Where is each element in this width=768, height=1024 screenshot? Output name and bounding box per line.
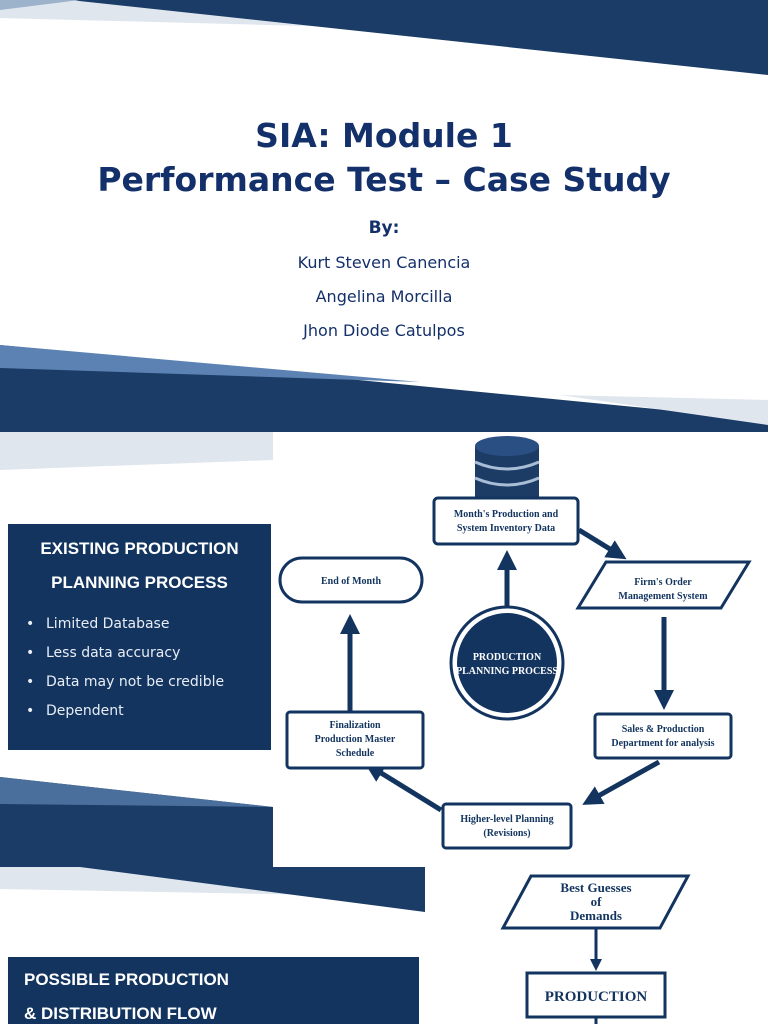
bullet-item: •Data may not be credible xyxy=(26,668,271,697)
bullet-dot-icon: • xyxy=(26,645,35,661)
svg-text:Month's Production and: Month's Production and xyxy=(454,509,559,520)
existing-process-panel: EXISTING PRODUCTION PLANNING PROCESS •Li… xyxy=(8,524,271,750)
author-name: Angelina Morcilla xyxy=(315,287,453,306)
higher-level-planning-node: Higher-level Planning (Revisions) xyxy=(441,802,573,850)
flow-arrow xyxy=(577,527,627,560)
svg-text:PRODUCTION: PRODUCTION xyxy=(473,652,542,663)
title-slide: SIA: Module 1 Performance Test – Case St… xyxy=(0,0,768,432)
bullet-item: •Less data accuracy xyxy=(26,639,271,668)
database-icon xyxy=(474,436,540,508)
slide-decoration xyxy=(0,0,768,432)
possible-flow-panel: POSSIBLE PRODUCTION & DISTRIBUTION FLOW xyxy=(8,957,419,1024)
svg-text:PRODUCTION: PRODUCTION xyxy=(545,989,648,1005)
best-guesses-node: Best Guesses of Demands xyxy=(500,874,691,930)
end-of-month-node: End of Month xyxy=(278,556,424,604)
svg-text:Demands: Demands xyxy=(570,908,622,923)
svg-text:Department for analysis: Department for analysis xyxy=(611,738,714,749)
possible-flow-slide: POSSIBLE PRODUCTION & DISTRIBUTION FLOW … xyxy=(0,867,768,1024)
bullet-item: •Dependent xyxy=(26,697,271,726)
svg-text:Schedule: Schedule xyxy=(336,748,375,759)
bullet-dot-icon: • xyxy=(26,674,35,690)
database-node: Month's Production and System Inventory … xyxy=(432,496,580,546)
production-planning-diagram: Month's Production and System Inventory … xyxy=(278,436,752,850)
svg-text:of: of xyxy=(591,894,603,909)
flow-arrow xyxy=(364,762,443,813)
svg-text:Management System: Management System xyxy=(618,591,708,602)
bullet-item: •Limited Database xyxy=(26,610,271,639)
author-name: Jhon Diode Catulpos xyxy=(303,321,465,340)
sales-production-node: Sales & Production Department for analys… xyxy=(593,712,733,760)
production-node: PRODUCTION xyxy=(525,971,667,1019)
center-process-circle: PRODUCTION PLANNING PROCESS xyxy=(449,605,565,721)
author-name: Kurt Steven Canencia xyxy=(297,253,471,272)
svg-text:Sales & Production: Sales & Production xyxy=(622,724,705,735)
by-label: By: xyxy=(368,218,400,238)
panel-heading-line-2: & DISTRIBUTION FLOW xyxy=(24,1004,217,1023)
svg-text:End of Month: End of Month xyxy=(321,576,381,587)
bullet-list: •Limited Database •Less data accuracy •D… xyxy=(8,610,271,726)
slide-title-line-2: Performance Test – Case Study xyxy=(97,160,671,199)
slide-decoration xyxy=(0,867,425,912)
panel-heading-line-1: POSSIBLE PRODUCTION xyxy=(24,970,229,989)
existing-process-slide: EXISTING PRODUCTION PLANNING PROCESS •Li… xyxy=(0,432,768,867)
svg-text:(Revisions): (Revisions) xyxy=(483,828,530,839)
panel-heading: EXISTING PRODUCTION PLANNING PROCESS xyxy=(8,524,271,600)
svg-text:Finalization: Finalization xyxy=(329,720,381,731)
panel-heading-line-2: PLANNING PROCESS xyxy=(51,573,228,592)
svg-text:PLANNING PROCESS: PLANNING PROCESS xyxy=(456,666,558,677)
bullet-dot-icon: • xyxy=(26,703,35,719)
svg-text:Firm's Order: Firm's Order xyxy=(634,577,692,588)
flow-arrow xyxy=(582,759,661,805)
panel-heading-line-1: EXISTING PRODUCTION xyxy=(40,539,239,558)
panel-heading: POSSIBLE PRODUCTION & DISTRIBUTION FLOW xyxy=(8,957,419,1024)
order-management-node: Firm's Order Management System xyxy=(575,560,752,610)
slide-decoration xyxy=(0,432,273,867)
bullet-dot-icon: • xyxy=(26,616,35,632)
svg-text:Best Guesses: Best Guesses xyxy=(560,880,631,895)
svg-text:Higher-level Planning: Higher-level Planning xyxy=(460,814,553,825)
svg-text:Production Master: Production Master xyxy=(315,734,396,745)
svg-text:System Inventory Data: System Inventory Data xyxy=(457,523,555,534)
slide-title-line-1: SIA: Module 1 xyxy=(255,116,513,155)
production-flow-diagram: Best Guesses of Demands PRODUCTION xyxy=(500,874,691,1024)
finalization-node: Finalization Production Master Schedule xyxy=(285,710,425,770)
